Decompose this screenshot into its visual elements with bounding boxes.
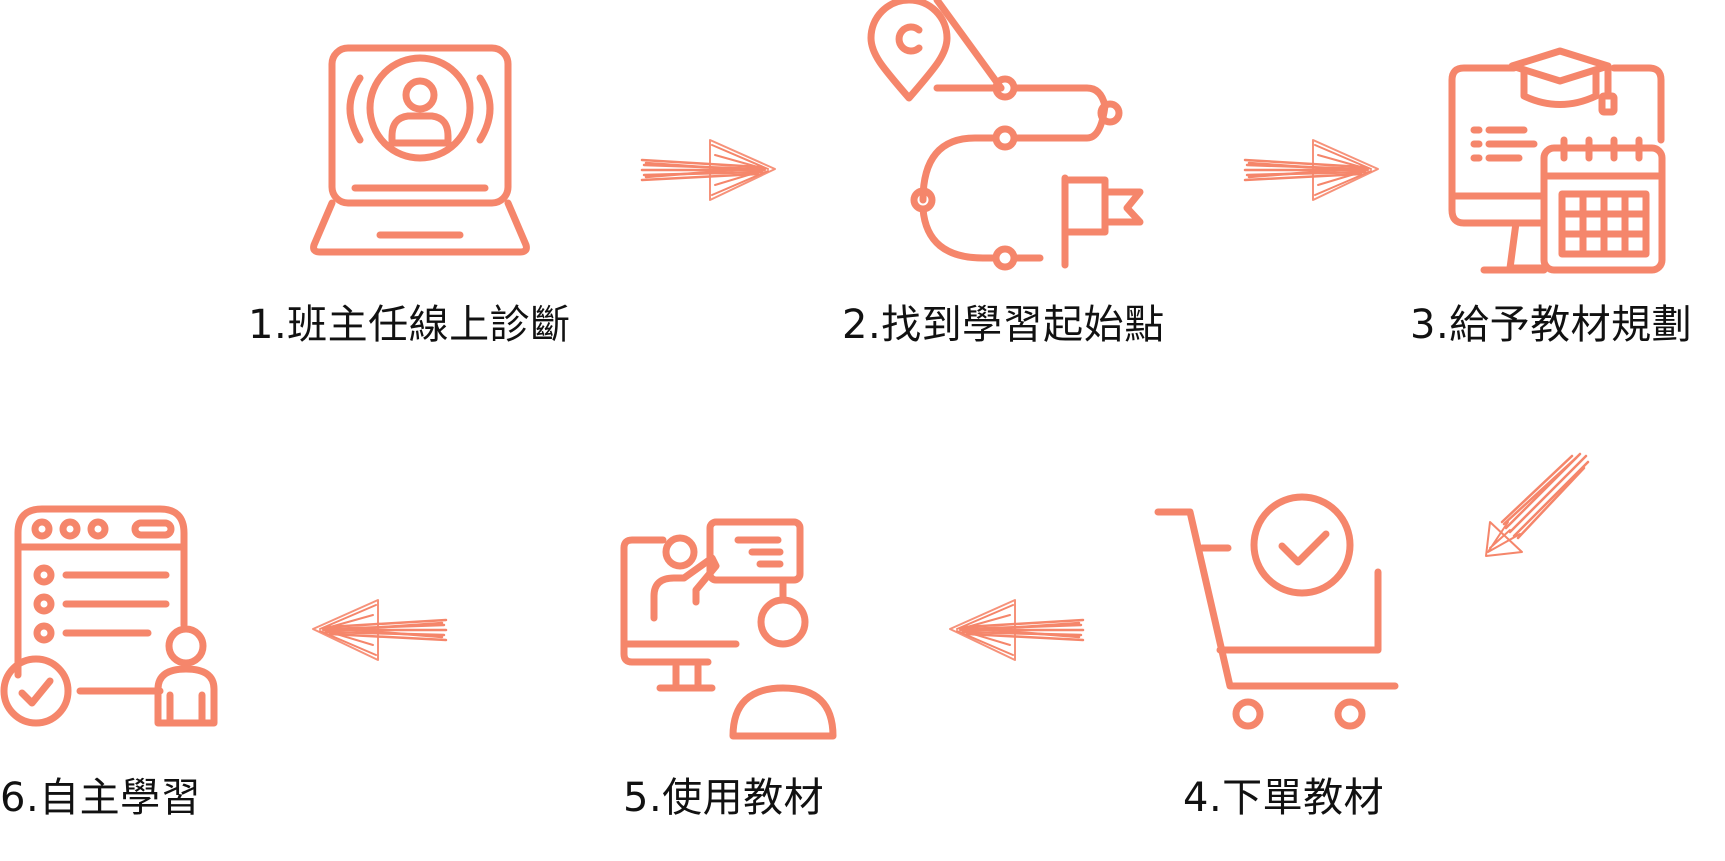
shopping-cart-check-icon <box>1154 493 1399 730</box>
checklist-learner-icon <box>0 505 218 727</box>
arrow-5-to-6 <box>312 599 448 661</box>
step-2-label: 2.找到學習起始點 <box>842 302 1165 348</box>
arrow-3-to-4 <box>1485 452 1590 557</box>
step-6-label: 6.自主學習 <box>0 775 202 821</box>
arrow-1-to-2 <box>640 139 776 201</box>
step-4-label: 4.下單教材 <box>1183 775 1385 821</box>
step-5-label: 5.使用教材 <box>623 775 825 821</box>
online-teaching-icon <box>620 518 837 740</box>
laptop-user-icon <box>310 44 530 256</box>
arrow-2-to-3 <box>1243 139 1379 201</box>
arrow-4-to-5 <box>949 599 1085 661</box>
computer-calendar-cap-icon <box>1448 47 1666 274</box>
step-3-label: 3.給予教材規劃 <box>1410 302 1693 348</box>
route-map-icon <box>867 0 1144 271</box>
step-1-label: 1.班主任線上診斷 <box>248 302 571 348</box>
